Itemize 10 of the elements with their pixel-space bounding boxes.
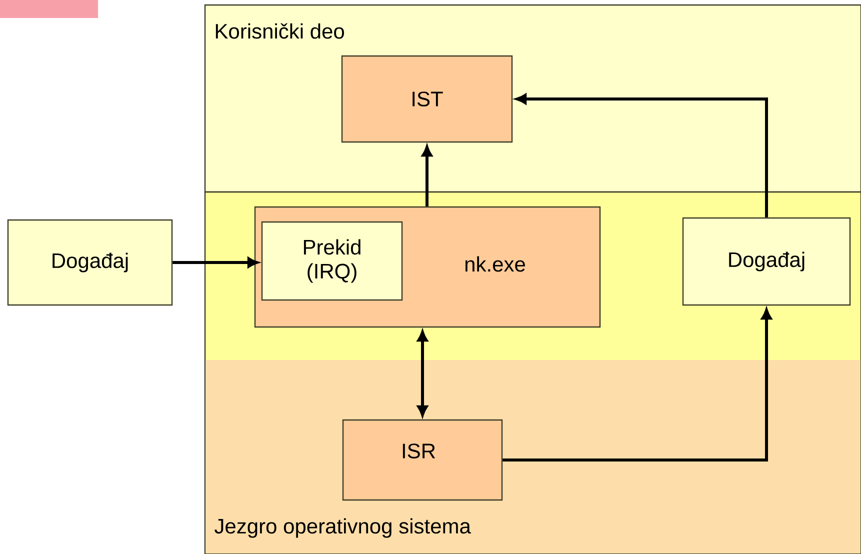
- event-box: Događaj: [7, 219, 173, 306]
- interrupt-box: Prekid (IRQ): [261, 221, 403, 301]
- event-box: Događaj: [682, 217, 851, 306]
- process-box: ISR: [342, 419, 503, 501]
- arrow: [417, 330, 428, 416]
- arrow: [502, 308, 772, 462]
- arrow: [172, 257, 258, 268]
- arrow: [422, 146, 432, 206]
- arrow: [516, 94, 768, 218]
- process-box: IST: [341, 55, 513, 143]
